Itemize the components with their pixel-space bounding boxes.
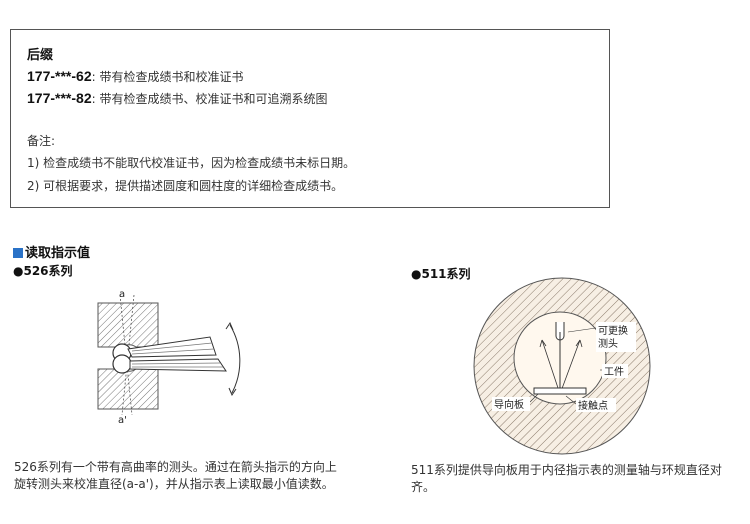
subtitle-511: ●511系列 xyxy=(411,267,471,281)
subtitle-526: ●526系列 xyxy=(13,264,73,278)
diagram-511: 可更换 测头 工件 导向板 接触点 xyxy=(473,277,651,455)
label-contact-point: 接触点 xyxy=(578,399,608,412)
section-title: 读取指示值 xyxy=(13,242,90,261)
blue-square-icon xyxy=(13,248,23,258)
note-item: 1) 检查成绩书不能取代校准证书，因为检查成绩书未标日期。 xyxy=(27,156,356,170)
suffix-desc: : 带有检查成绩书和校准证书 xyxy=(91,70,244,84)
paragraph-511: 511系列提供导向板用于内径指示表的测量轴与环规直径对齐。 xyxy=(411,463,722,494)
suffix-title: 后缀 xyxy=(27,48,54,63)
suffix-desc: : 带有检查成绩书、校准证书和可追溯系统图 xyxy=(91,92,328,106)
suffix-code: 177-***-82 xyxy=(27,90,92,106)
label-a-prime: a' xyxy=(118,415,127,426)
note-item: 2) 可根据要求，提供描述圆度和圆柱度的详细检查成绩书。 xyxy=(27,179,344,193)
diagram-526: a a' xyxy=(97,289,241,426)
label-a: a xyxy=(119,289,125,300)
label-probe: 可更换 测头 xyxy=(598,324,631,350)
suffix-line-62: 177-***-62: 带有检查成绩书和校准证书 xyxy=(27,66,243,85)
label-guide-plate: 导向板 xyxy=(494,398,524,411)
label-workpiece: 工件 xyxy=(604,366,624,378)
paragraph-526: 526系列有一个带有高曲率的测头。通过在箭头指示的方向上旋转测头来校准直径(a-… xyxy=(14,460,337,491)
suffix-line-82: 177-***-82: 带有检查成绩书、校准证书和可追溯系统图 xyxy=(27,88,327,107)
note-title: 备注: xyxy=(27,134,56,148)
suffix-code: 177-***-62 xyxy=(27,68,92,84)
suffix-info-box: 后缀 177-***-62: 带有检查成绩书和校准证书 177-***-82: … xyxy=(10,29,610,208)
